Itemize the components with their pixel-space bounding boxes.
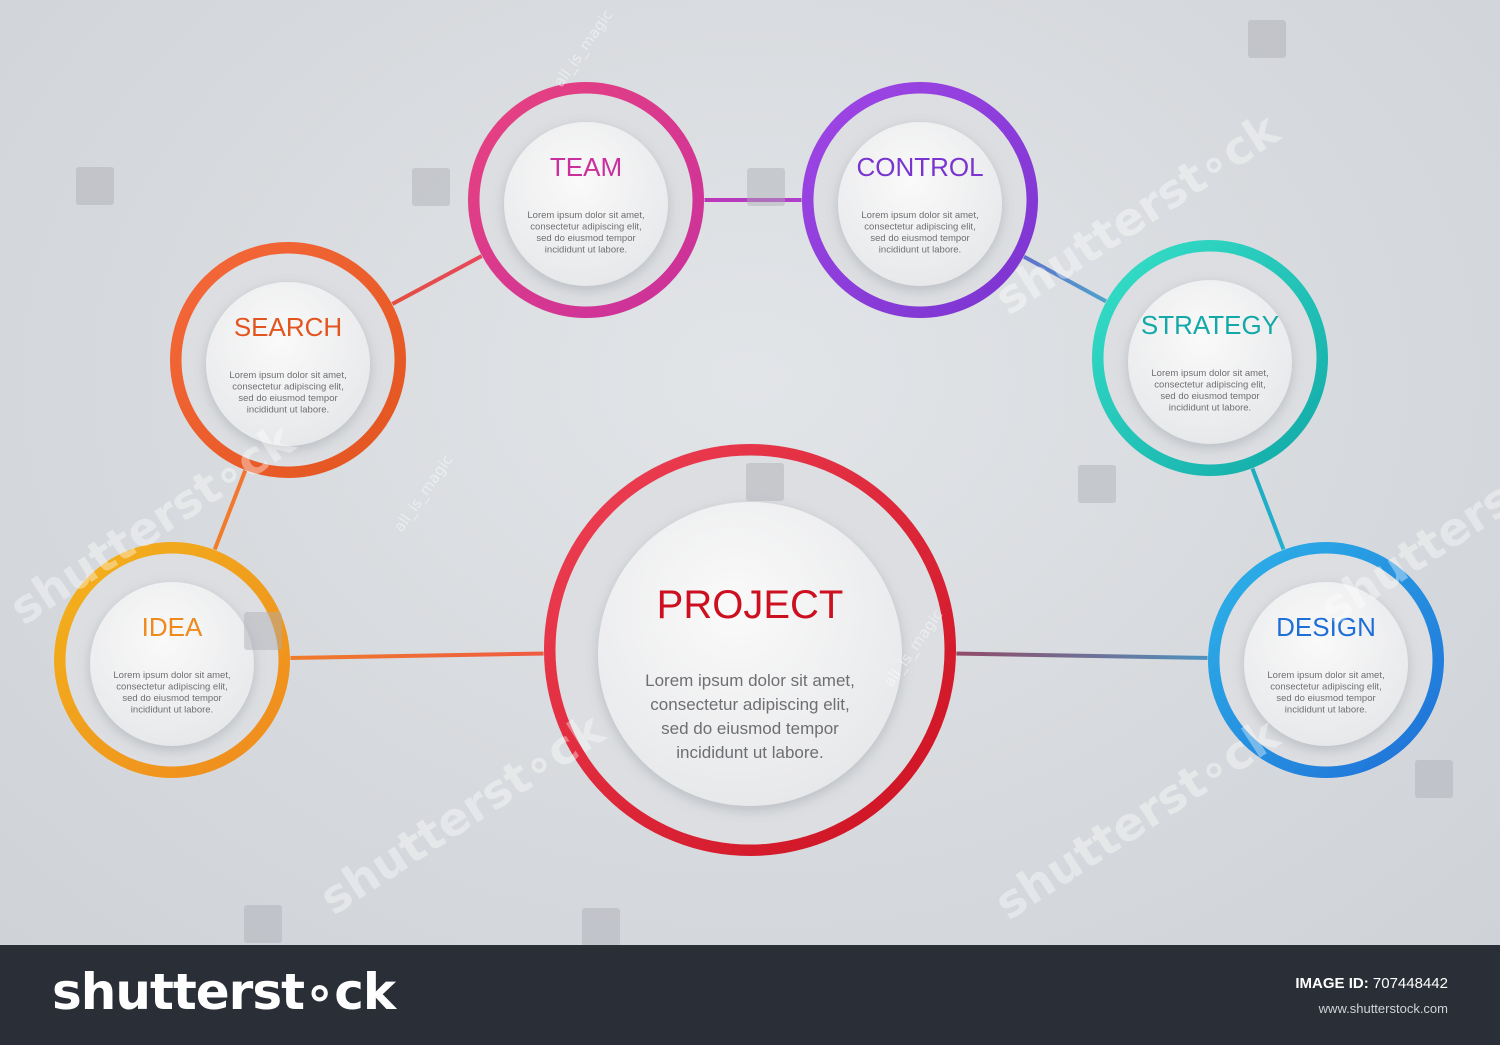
node-ring	[170, 242, 406, 478]
watermark-icon	[412, 168, 450, 206]
node-body-line: incididunt ut labore.	[247, 405, 329, 416]
brand-logo: shutterst∘ck	[52, 963, 396, 1021]
node-body-line: consectetur adipiscing elit,	[116, 682, 227, 693]
node-ring	[54, 542, 290, 778]
node-disc	[90, 582, 254, 746]
watermark-icon	[244, 905, 282, 943]
node-body-line: consectetur adipiscing elit,	[650, 695, 849, 714]
footer-url: www.shutterstock.com	[1318, 1001, 1448, 1016]
node-disc	[1128, 280, 1292, 444]
node-body-line: consectetur adipiscing elit,	[1154, 380, 1265, 391]
node-body-line: Lorem ipsum dolor sit amet,	[1151, 368, 1268, 379]
node-body-line: consectetur adipiscing elit,	[864, 222, 975, 233]
node-body-line: incididunt ut labore.	[131, 705, 213, 716]
node-body-line: incididunt ut labore.	[879, 245, 961, 256]
node-body-line: Lorem ipsum dolor sit amet,	[861, 210, 978, 221]
node-body-line: sed do eiusmod tempor	[870, 233, 969, 244]
node-title: STRATEGY	[1141, 310, 1279, 340]
node-team: TEAM Lorem ipsum dolor sit amet,consectet…	[467, 81, 705, 319]
watermark-icon	[582, 908, 620, 946]
node-strategy: STRATEGY Lorem ipsum dolor sit amet,conse…	[1091, 239, 1329, 477]
node-title: IDEA	[142, 612, 203, 642]
node-design: DESIGN Lorem ipsum dolor sit amet,consect…	[1207, 541, 1445, 779]
node-body-line: incididunt ut labore.	[1169, 403, 1251, 414]
node-title: PROJECT	[657, 583, 844, 627]
node-body-line: sed do eiusmod tempor	[122, 693, 221, 704]
node-body-line: consectetur adipiscing elit,	[232, 382, 343, 393]
watermark-icon	[1415, 760, 1453, 798]
watermark-icon	[1078, 465, 1116, 503]
node-title: DESIGN	[1276, 612, 1376, 642]
node-center: PROJECT Lorem ipsum dolor sit amet, consec…	[543, 443, 957, 857]
node-ring	[544, 444, 956, 856]
node-body-line: incididunt ut labore.	[1285, 705, 1367, 716]
node-body-line: Lorem ipsum dolor sit amet,	[1267, 670, 1384, 681]
node-disc	[1244, 582, 1408, 746]
node-title: TEAM	[550, 152, 622, 182]
node-body-line: sed do eiusmod tempor	[536, 233, 635, 244]
watermark-icon	[244, 612, 282, 650]
node-search: SEARCH Lorem ipsum dolor sit amet,consect…	[169, 241, 407, 479]
node-body-line: incididunt ut labore.	[545, 245, 627, 256]
node-body-line: sed do eiusmod tempor	[1160, 391, 1259, 402]
node-disc	[206, 282, 370, 446]
node-body-line: consectetur adipiscing elit,	[1270, 682, 1381, 693]
node-idea: IDEA Lorem ipsum dolor sit amet,consectet…	[53, 541, 291, 779]
node-disc	[598, 502, 902, 806]
node-disc	[838, 122, 1002, 286]
node-title: CONTROL	[856, 152, 983, 182]
node-ring	[1208, 542, 1444, 778]
node-body-line: incididunt ut labore.	[676, 743, 823, 762]
image-id: IMAGE ID: 707448442	[1295, 975, 1448, 992]
node-disc	[504, 122, 668, 286]
watermark-icon	[1248, 20, 1286, 58]
watermark-icon	[746, 463, 784, 501]
node-body-line: sed do eiusmod tempor	[238, 393, 337, 404]
node-body-line: sed do eiusmod tempor	[1276, 693, 1375, 704]
image-id-label: IMAGE ID:	[1295, 975, 1369, 992]
node-body-line: Lorem ipsum dolor sit amet,	[527, 210, 644, 221]
image-id-value: 707448442	[1372, 975, 1448, 992]
node-ring	[802, 82, 1038, 318]
node-control: CONTROL Lorem ipsum dolor sit amet,consec…	[801, 81, 1039, 319]
node-body-line: sed do eiusmod tempor	[661, 719, 839, 738]
watermark-icon	[747, 168, 785, 206]
node-title: SEARCH	[234, 312, 342, 342]
node-body-line: Lorem ipsum dolor sit amet,	[113, 670, 230, 681]
node-ring	[468, 82, 704, 318]
watermark-icon	[76, 167, 114, 205]
node-body-line: consectetur adipiscing elit,	[530, 222, 641, 233]
footer-bar: shutterst∘ck IMAGE ID: 707448442 www.shu…	[0, 945, 1500, 1045]
node-body-line: Lorem ipsum dolor sit amet,	[645, 671, 855, 690]
node-body-line: Lorem ipsum dolor sit amet,	[229, 370, 346, 381]
node-ring	[1092, 240, 1328, 476]
